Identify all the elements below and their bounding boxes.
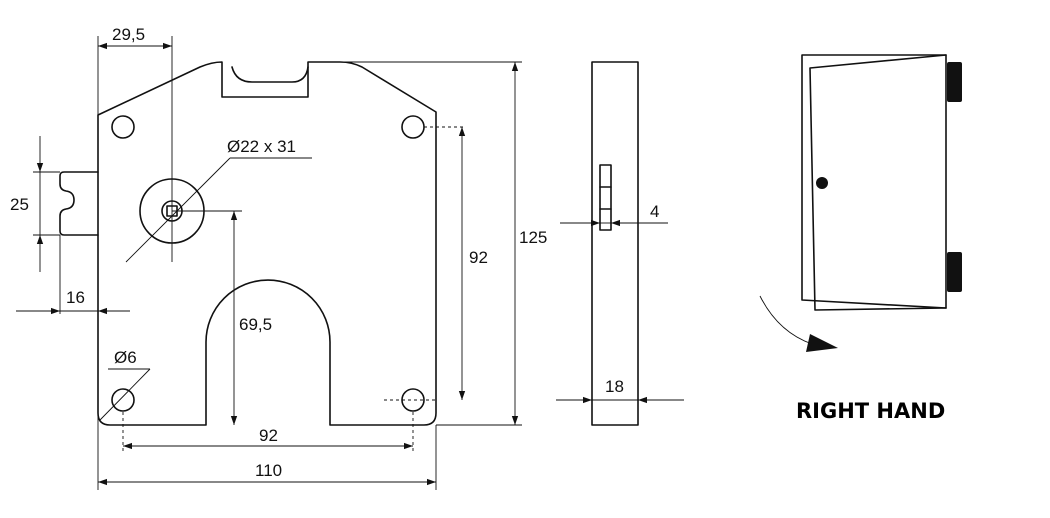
top-notch [231,66,309,83]
dim-hole-spacing-h: 92 [259,426,278,445]
mount-hole-top-left [111,115,135,139]
latch-bolt [59,171,99,236]
handing-label: RIGHT HAND [796,399,945,423]
mount-hole-bottom-left [111,388,135,412]
hinge-top [947,62,962,102]
right-hand-door-icon: RIGHT HAND [759,54,962,423]
front-dimensions: 29,5 Ø22 x 31 25 16 69,5 Ø6 92 [10,25,547,490]
dim-bolt-thickness: 4 [650,202,659,221]
lock-front-view [59,61,437,426]
lock-side-view: 4 18 [556,61,684,426]
dim-bolt-offset: 16 [66,288,85,307]
dim-hole-spacing-v: 92 [469,248,488,267]
door-knob [816,177,828,189]
dim-body-depth: 18 [605,377,624,396]
mount-hole-top-right [401,115,425,139]
dim-key-hole: Ø22 x 31 [227,137,296,156]
dim-total-height: 125 [519,228,547,247]
dim-bolt-height: 25 [10,195,29,214]
side-bolt [599,164,612,231]
dim-mount-hole: Ø6 [114,348,137,367]
dim-backset: 29,5 [112,25,145,44]
door-leaf [809,54,947,311]
lock-body-outline [97,61,437,426]
side-body [591,61,639,426]
dim-keyhole-to-bottom: 69,5 [239,315,272,334]
hinge-bottom [947,252,962,292]
swing-arrow [759,295,813,345]
dim-total-width: 110 [255,461,282,480]
